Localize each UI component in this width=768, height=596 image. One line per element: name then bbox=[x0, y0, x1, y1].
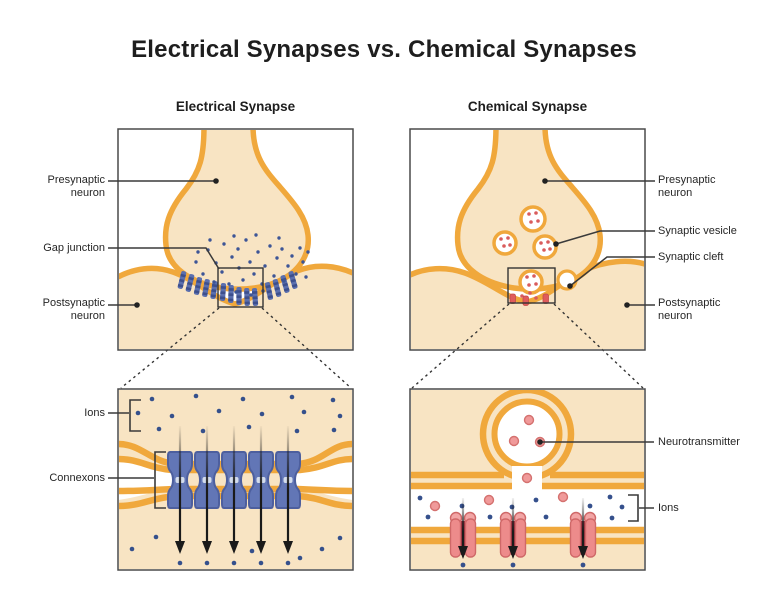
label-brackets bbox=[129, 399, 639, 522]
receptor-flow-arrows bbox=[458, 498, 588, 559]
label-electrical-ions: Ions bbox=[84, 407, 105, 419]
chemical-zoom-rectangle bbox=[507, 267, 556, 304]
chemical-panel-heading: Chemical Synapse bbox=[467, 99, 588, 114]
label-chemical-presynaptic-neuron: Presynaptic neuron bbox=[658, 174, 716, 199]
electrical-presynaptic-neuron-shape bbox=[162, 130, 311, 292]
label-electrical-postsynaptic-neuron: Postsynaptic neuron bbox=[42, 297, 105, 322]
label-electrical-presynaptic-neuron: Presynaptic neuron bbox=[47, 174, 105, 199]
chemical-closeup-panel bbox=[411, 390, 644, 569]
label-synaptic-cleft: Synaptic cleft bbox=[658, 251, 724, 263]
zoom-connector-lines bbox=[120, 303, 644, 389]
postsynaptic-membrane-closeup bbox=[411, 526, 644, 545]
leader-dots bbox=[134, 178, 630, 445]
closeup-ion-dots-electrical bbox=[129, 393, 343, 566]
chemical-synapse-panel bbox=[411, 130, 644, 349]
label-gap-junction: Gap junction bbox=[43, 242, 105, 254]
label-synaptic-vesicle: Synaptic vesicle bbox=[658, 225, 737, 237]
label-chemical-postsynaptic-neuron: Postsynaptic neuron bbox=[658, 297, 721, 322]
receptor-channels bbox=[449, 511, 597, 558]
panel-borders bbox=[117, 128, 646, 571]
label-chemical-ions: Ions bbox=[658, 502, 679, 514]
electrical-zoom-rectangle bbox=[217, 267, 264, 308]
label-connexons: Connexons bbox=[49, 472, 105, 484]
synaptic-vesicles bbox=[492, 205, 578, 300]
page-title: Electrical Synapses vs. Chemical Synapse… bbox=[131, 36, 637, 63]
gap-junction-closeup-panel bbox=[119, 390, 352, 569]
label-neurotransmitter: Neurotransmitter bbox=[658, 436, 740, 448]
fusing-vesicle-inner bbox=[491, 398, 563, 470]
electrical-synapse-panel bbox=[119, 130, 352, 349]
ion-flow-arrows bbox=[175, 426, 293, 554]
leader-lines bbox=[108, 180, 655, 509]
electrical-panel-heading: Electrical Synapse bbox=[175, 99, 296, 114]
